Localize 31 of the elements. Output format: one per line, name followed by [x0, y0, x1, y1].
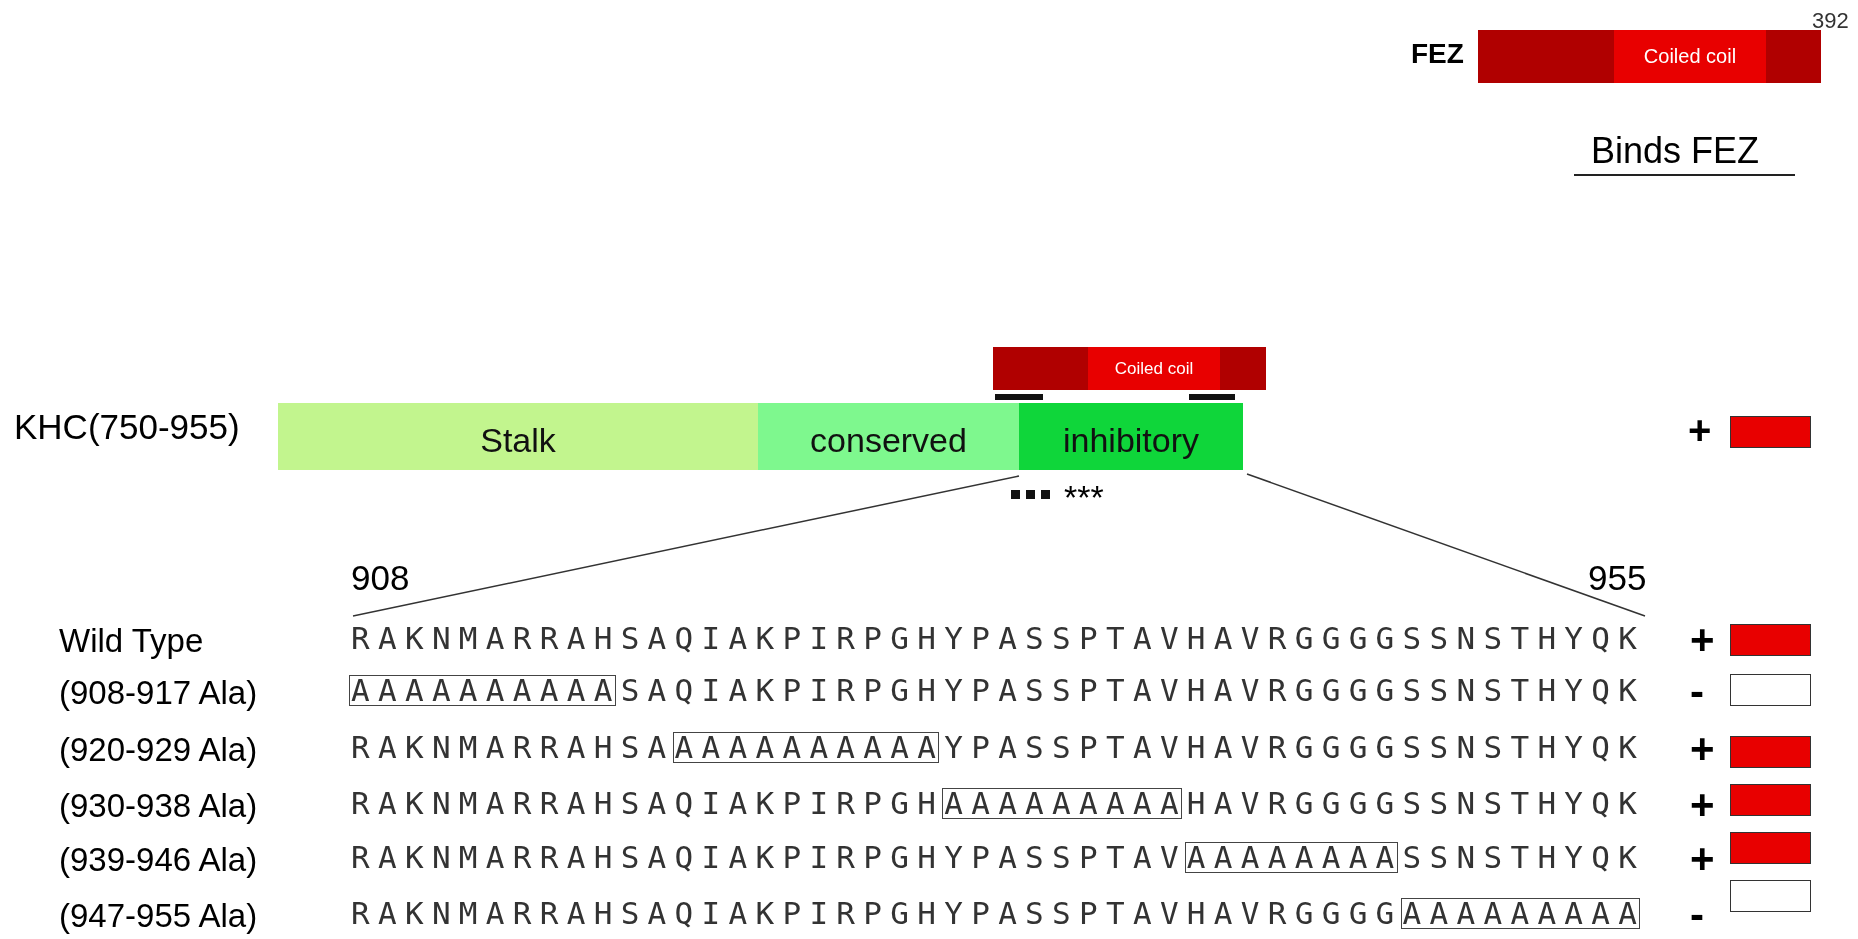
domain-label: Coiled coil [1643, 45, 1737, 68]
construct-name: KHC(750-955) [14, 407, 240, 447]
mutant-name: (930-938 Ala) [59, 787, 258, 825]
coiled-coil-bar [993, 347, 1266, 390]
residue-number: 955 [1588, 558, 1647, 598]
mutant-name: Wild Type [59, 622, 204, 660]
domain-label: Stalk [480, 421, 556, 460]
inhibitory-domain [1019, 403, 1243, 470]
mutant-name: (947-955 Ala) [59, 897, 258, 935]
conserved-domain [758, 403, 1019, 470]
residue-number: 392 [1812, 8, 1849, 34]
residue-number: 908 [351, 558, 410, 598]
sequence-text: RAKNMARRAHSAQIAKPIRPGHYPASSPTAVHAVRGGGGSSNSTHYQK [351, 620, 1646, 656]
coiled-coil-bar [1478, 30, 1821, 83]
mutant-name: (939-946 Ala) [59, 841, 258, 879]
binding-result: + [1690, 616, 1715, 664]
binding-result: + [1690, 781, 1715, 829]
binding-result: + [1688, 408, 1712, 453]
mutant-name: (920-929 Ala) [59, 731, 258, 769]
domain-label: Coiled coil [1114, 358, 1194, 379]
domain-label: conserved [810, 421, 967, 460]
binding-result: - [1690, 891, 1704, 939]
asterisk-marks: *** [1064, 478, 1104, 517]
protein-name: FEZ [1411, 38, 1464, 70]
binding-result: + [1690, 725, 1715, 773]
mutant-name: (908-917 Ala) [59, 674, 258, 712]
binding-result: + [1690, 835, 1715, 883]
annotation-text: Binds FEZ [1591, 130, 1760, 172]
stalk-domain [278, 403, 758, 470]
binding-result: - [1690, 668, 1704, 716]
domain-label: inhibitory [1062, 421, 1200, 460]
